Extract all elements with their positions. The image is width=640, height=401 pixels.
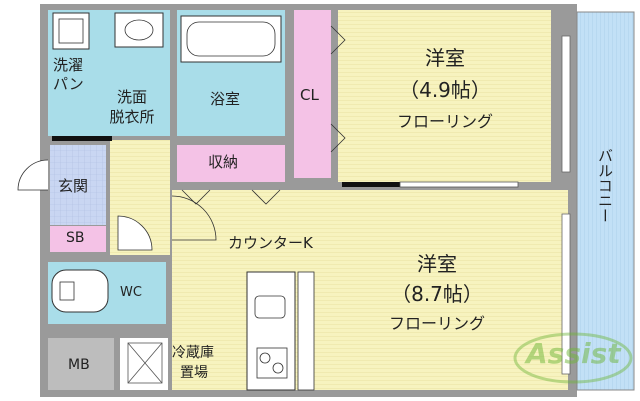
western-room-small-floor <box>338 10 551 182</box>
watermark-swoosh <box>513 332 633 384</box>
fridge-label-2: 置場 <box>180 365 208 381</box>
balcony-floor <box>576 11 635 391</box>
window-frame <box>561 213 571 375</box>
laundry-label-1: 洗濯 <box>53 56 84 74</box>
western-small-floor: フローリング <box>396 112 493 131</box>
bathtub <box>180 15 282 63</box>
shoe-box-label: SB <box>66 230 85 246</box>
washroom-label-2: 脱衣所 <box>109 108 155 126</box>
western-large-title: 洋室 <box>417 252 457 276</box>
closet-label: CL <box>300 86 319 104</box>
stove <box>256 347 288 379</box>
counter-kitchen-label: カウンターK <box>228 234 313 252</box>
toilet-fixture <box>51 269 109 313</box>
entrance-door <box>17 159 49 191</box>
washroom-label-1: 洗面 <box>116 88 147 106</box>
laundry-label-2: パン <box>53 75 84 93</box>
meter-box-label: MB <box>68 357 90 373</box>
kitchen-sink <box>254 295 286 319</box>
meter-box-floor <box>48 338 114 390</box>
shoe-box-floor <box>50 226 106 252</box>
watermark-text: Assist <box>526 337 621 370</box>
storage-floor <box>177 145 285 182</box>
toilet-label: WC <box>120 285 142 300</box>
window-frame <box>561 35 571 173</box>
western-small-size: （4.9帖） <box>399 78 491 102</box>
entrance-label: 玄関 <box>58 177 89 195</box>
western-room-large-floor <box>172 190 568 390</box>
storage-label: 収納 <box>208 153 239 171</box>
western-large-size: （8.7帖） <box>391 282 483 306</box>
hallway-door <box>171 195 217 241</box>
laundry-pan <box>52 12 90 50</box>
balcony-label: バルコニー <box>596 148 614 223</box>
kitchen-counter <box>246 271 296 391</box>
western-large-floor: フローリング <box>388 314 485 333</box>
bath-label: 浴室 <box>210 90 241 108</box>
toilet-door <box>117 215 153 251</box>
entrance-floor <box>50 145 106 225</box>
washbasin <box>114 12 164 48</box>
western-small-title: 洋室 <box>425 46 465 70</box>
closet-floor <box>294 10 331 178</box>
fridge-label-1: 冷蔵庫 <box>172 345 214 361</box>
